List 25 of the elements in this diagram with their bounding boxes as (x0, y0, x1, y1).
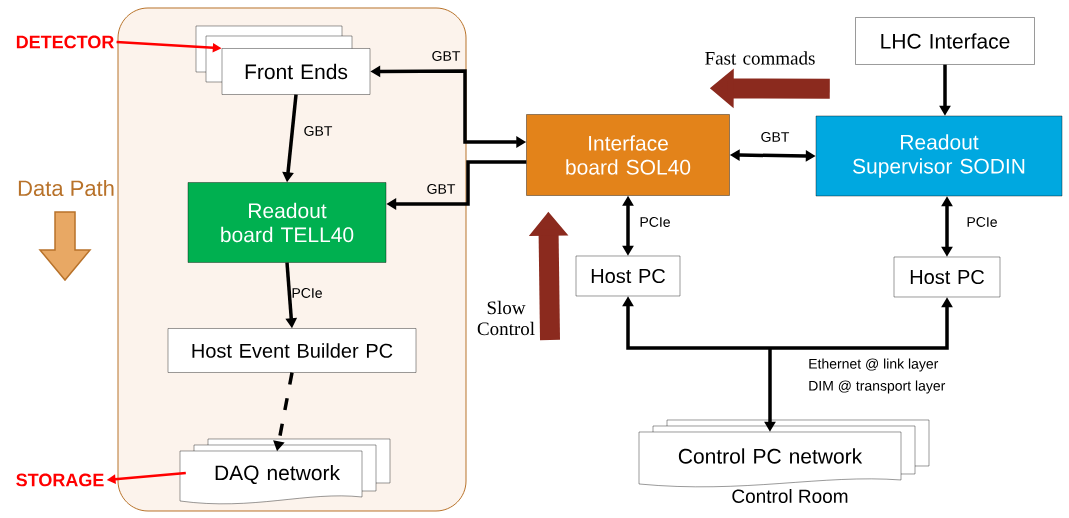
process-box: Interface board SOL40 (526, 114, 730, 196)
edge-label: Slow Control (477, 300, 535, 336)
process-box: Readout board TELL40 (187, 182, 387, 263)
process-box: Host Event Builder PC (167, 328, 417, 373)
document-stack: DAQ network (179, 438, 391, 504)
edge-label: GBT (304, 126, 333, 136)
note: Ethernet @ link layer (809, 358, 939, 372)
process-box: Readout Supervisor SODIN (815, 115, 1063, 197)
edge-label: PCIe (640, 217, 670, 227)
heading: Data Path (18, 179, 114, 197)
edge-label: Fast commads (705, 51, 815, 65)
document-stack: Control PC network (638, 419, 930, 487)
side-label: DETECTOR (16, 35, 114, 49)
edge-label: GBT (427, 184, 456, 194)
edge-label: GBT (432, 51, 461, 61)
edge-label: PCIe (292, 288, 322, 298)
edge-label: GBT (761, 132, 790, 142)
node-label: Control Room (732, 489, 848, 503)
process-box: Host PC (575, 255, 681, 297)
stacked-box: Front Ends (195, 25, 371, 95)
edge-label: PCIe (967, 217, 997, 227)
note: DIM @ transport layer (809, 380, 946, 394)
process-box: Host PC (893, 256, 1001, 298)
side-label: STORAGE (16, 473, 104, 487)
process-box: LHC Interface (855, 17, 1035, 65)
